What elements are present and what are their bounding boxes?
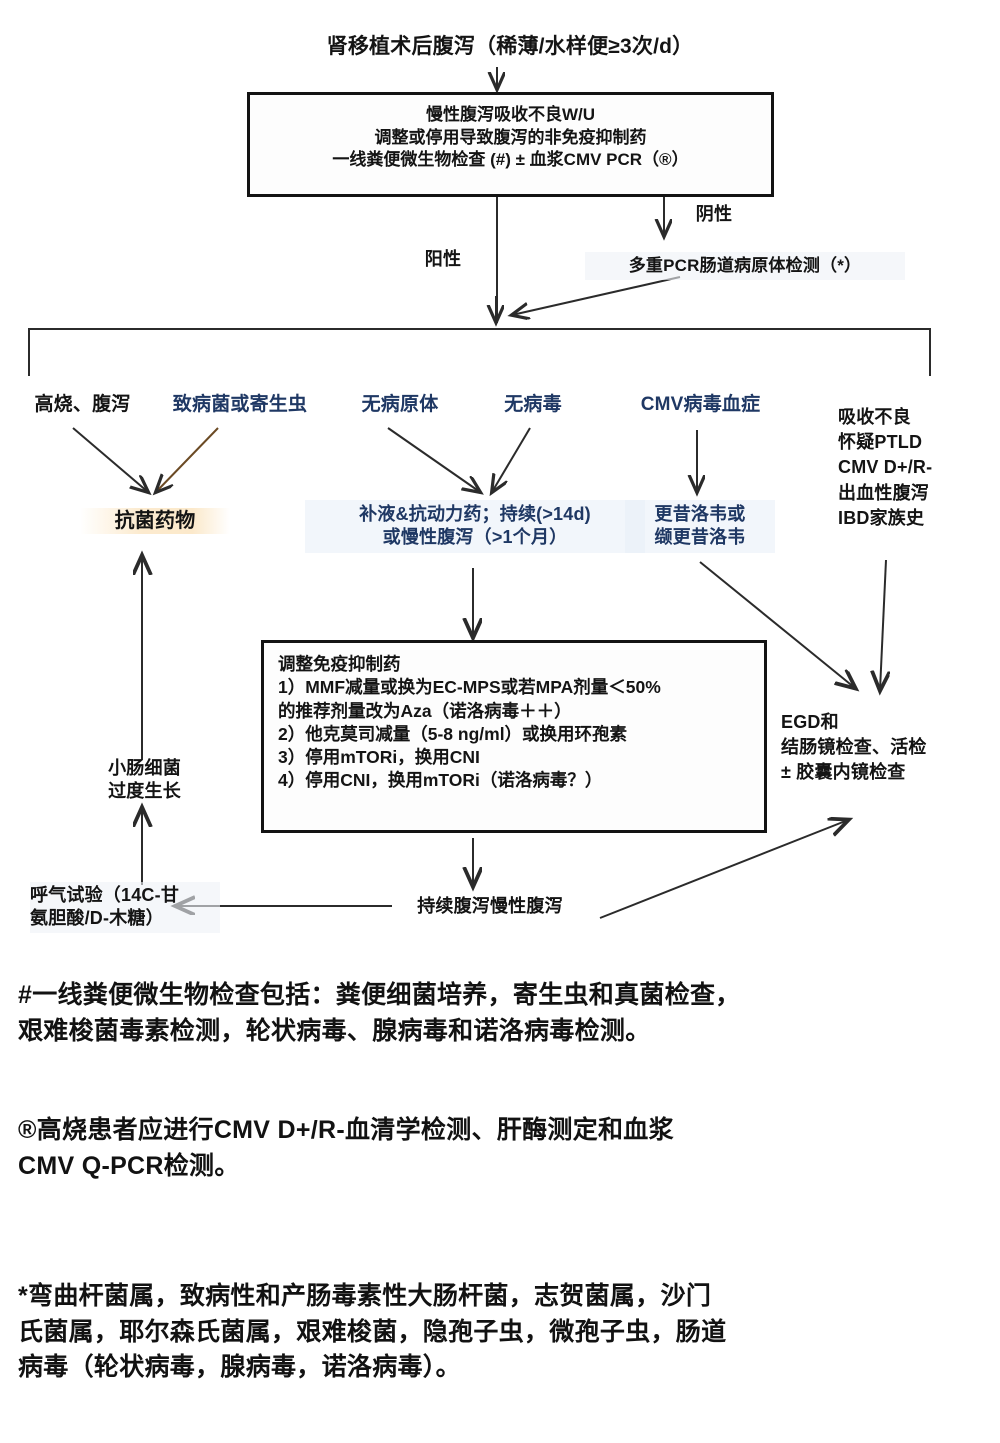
pcr-panel-node: 多重PCR肠道病原体检测（*） xyxy=(585,252,905,281)
branch-fever-diarrhea: 高烧、腹泻 xyxy=(34,394,131,415)
node-egd: EGD和 结肠镜检查、活检 ± 胶囊内镜检查 xyxy=(781,712,927,783)
immunosuppression-box-text: 调整免疫抑制药 1）MMF减量或换为EC-MPS或若MPA剂量＜50% 的推荐剂… xyxy=(278,654,661,791)
node-sibo: 小肠细菌 过度生长 xyxy=(108,758,181,802)
branch-bus-right-drop xyxy=(929,328,931,376)
branch-bus xyxy=(28,328,931,330)
node-ganciclovir: 更昔洛韦或 缬更昔洛韦 xyxy=(625,500,775,553)
workup-box-text: 慢性腹泻吸收不良W/U 调整或停用导致腹泻的非免疫抑制药 一线粪便微生物检查 (… xyxy=(332,105,689,170)
branch-no-virus: 无病毒 xyxy=(504,394,562,415)
page-title: 肾移植术后腹泻（稀薄/水样便≥3次/d） xyxy=(326,35,694,58)
immunosuppression-box: 调整免疫抑制药 1）MMF减量或换为EC-MPS或若MPA剂量＜50% 的推荐剂… xyxy=(261,640,767,833)
branch-cmv-viremia: CMV病毒血症 xyxy=(640,394,761,415)
footnote-hash: #一线粪便微生物检查包括：粪便细菌培养，寄生虫和真菌检查， 艰难梭菌毒素检测，轮… xyxy=(18,981,741,1045)
workup-box: 慢性腹泻吸收不良W/U 调整或停用导致腹泻的非免疫抑制药 一线粪便微生物检查 (… xyxy=(247,92,774,197)
node-persistent-diarrhea: 持续腹泻慢性腹泻 xyxy=(417,896,563,916)
footnote-star: *弯曲杆菌属，致病性和产肠毒素性大肠杆菌，志贺菌属，沙门 氏菌属，耶尔森氏菌属，… xyxy=(18,1282,727,1381)
branch-malabsorption: 吸收不良 怀疑PTLD CMV D+/R- 出血性腹泻 IBD家族史 xyxy=(838,407,933,528)
footnote-registered: ®高烧患者应进行CMV D+/R-血清学检测、肝酶测定和血浆 CMV Q-PCR… xyxy=(18,1116,674,1180)
edge-positive xyxy=(496,197,498,323)
label-positive: 阳性 xyxy=(424,249,462,269)
branch-no-pathogen: 无病原体 xyxy=(361,394,439,415)
branch-pathogen-parasite: 致病菌或寄生虫 xyxy=(172,394,308,415)
node-antimicrobial: 抗菌药物 xyxy=(80,508,230,534)
node-supportive-care: 补液&抗动力药；持续(>14d) 或慢性腹泻（>1个月） xyxy=(305,500,645,553)
node-breath-test: 呼气试验（14C-甘 氨胆酸/D-木糖） xyxy=(30,882,220,933)
branch-bus-left-drop xyxy=(28,328,30,376)
label-negative: 阴性 xyxy=(695,204,733,224)
